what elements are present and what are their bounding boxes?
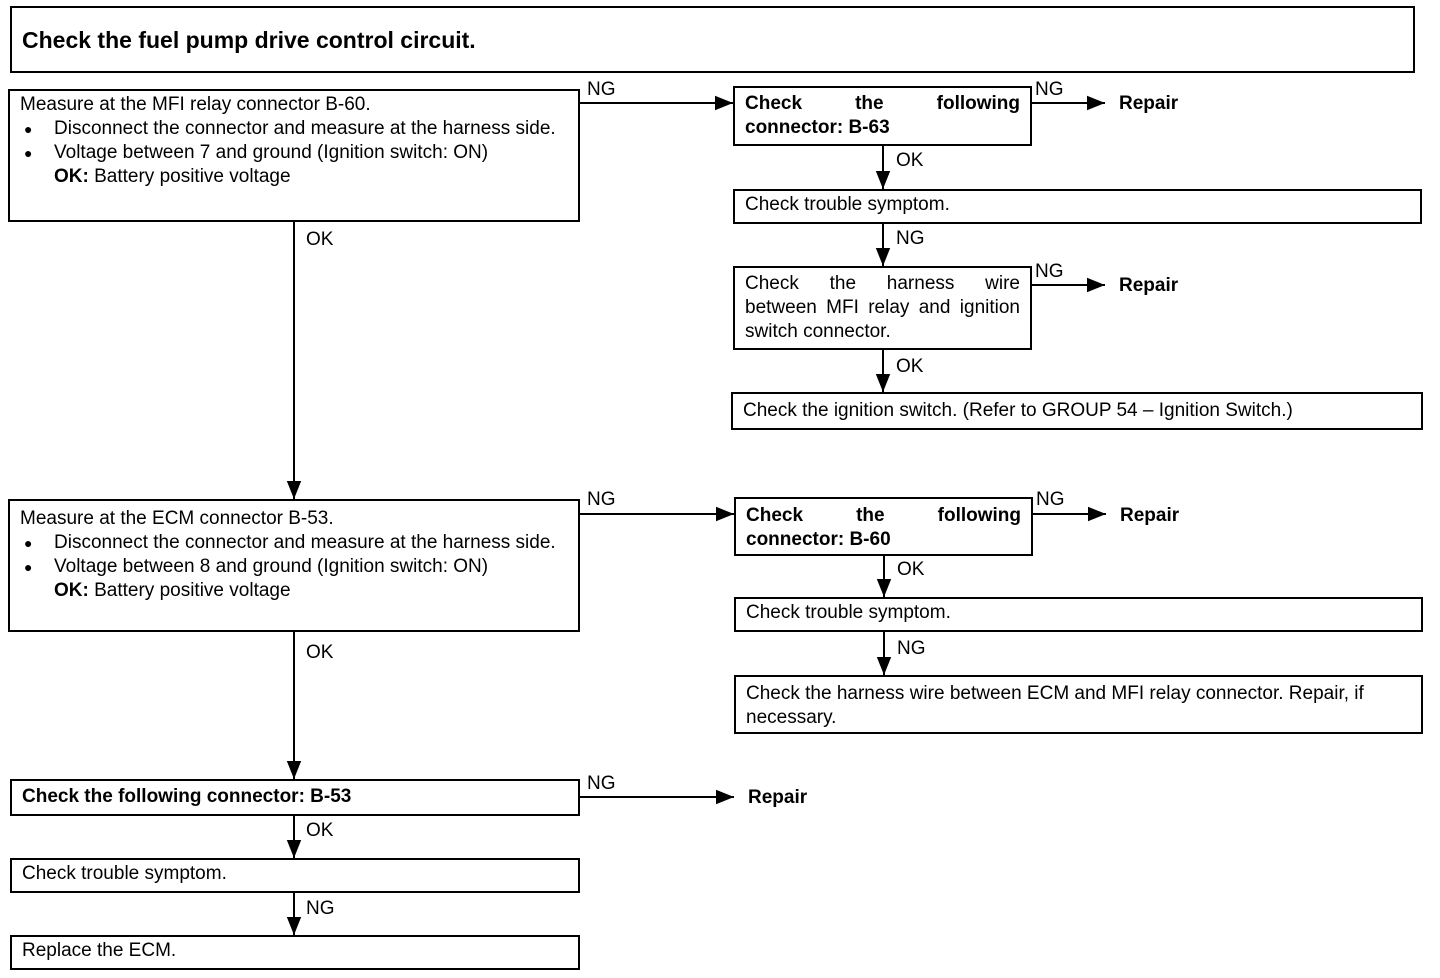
trouble-symptom-text-3: Check trouble symptom.	[22, 863, 227, 884]
label-ng-b63: NG	[1035, 79, 1064, 100]
label-ok-ecm: OK	[306, 642, 334, 663]
mfi-measure-box: Measure at the MFI relay connector B-60.…	[8, 89, 580, 222]
repair-b60: Repair	[1120, 505, 1180, 526]
replace-ecm-box: Replace the ECM.	[10, 935, 580, 970]
ecm-heading: Measure at the ECM connector B-53.	[20, 508, 334, 529]
harness-mfi-ignition-box: Check the harness wire between MFI relay…	[733, 266, 1032, 350]
ecm-bullet-2: Voltage between 8 and ground (Ignition s…	[20, 555, 568, 579]
label-ng-mfi: NG	[587, 79, 616, 100]
check-b63-text: Check the following connector: B-63	[745, 93, 1020, 138]
label-ng-b53: NG	[587, 773, 616, 794]
trouble-symptom-text-2: Check trouble symptom.	[746, 602, 951, 623]
label-ng-trouble2: NG	[897, 638, 926, 659]
label-ok-b63: OK	[896, 150, 924, 171]
check-b53-text: Check the following connector: B-53	[22, 786, 352, 807]
trouble-symptom-box-2: Check trouble symptom.	[734, 597, 1423, 632]
trouble-symptom-text-1: Check trouble symptom.	[745, 194, 950, 215]
replace-ecm-text: Replace the ECM.	[22, 940, 177, 961]
check-b60-box: Check the following connector: B-60	[734, 497, 1033, 556]
repair-b53: Repair	[748, 787, 808, 808]
label-ok-b53: OK	[306, 820, 334, 841]
ecm-ok-line: OK: Battery positive voltage	[20, 579, 568, 603]
harness-mfi-ignition-text: Check the harness wire between MFI relay…	[745, 273, 1020, 342]
mfi-bullet-2: Voltage between 7 and ground (Ignition s…	[20, 141, 568, 165]
ecm-measure-box: Measure at the ECM connector B-53. Disco…	[8, 499, 580, 632]
repair-b63: Repair	[1119, 93, 1179, 114]
page-title: Check the fuel pump drive control circui…	[10, 6, 1415, 73]
ignition-switch-text: Check the ignition switch. (Refer to GRO…	[743, 400, 1293, 421]
trouble-symptom-box-1: Check trouble symptom.	[733, 189, 1422, 224]
label-ng-trouble1: NG	[896, 228, 925, 249]
label-ng-ecm: NG	[587, 489, 616, 510]
harness-ecm-mfi-box: Check the harness wire between ECM and M…	[734, 675, 1423, 734]
repair-harness: Repair	[1119, 275, 1179, 296]
label-ok-harness: OK	[896, 356, 924, 377]
ecm-ok-text: Battery positive voltage	[94, 580, 291, 601]
ignition-switch-box: Check the ignition switch. (Refer to GRO…	[731, 392, 1423, 430]
mfi-heading: Measure at the MFI relay connector B-60.	[20, 94, 371, 115]
label-ng-b60: NG	[1036, 489, 1065, 510]
check-b60-text: Check the following connector: B-60	[746, 505, 1021, 550]
check-b63-box: Check the following connector: B-63	[733, 86, 1032, 146]
label-ok-b60: OK	[897, 559, 925, 580]
check-b53-box: Check the following connector: B-53	[10, 779, 580, 816]
trouble-symptom-box-3: Check trouble symptom.	[10, 858, 580, 893]
mfi-ok-line: OK: Battery positive voltage	[20, 165, 568, 189]
mfi-bullet-1: Disconnect the connector and measure at …	[20, 117, 568, 141]
mfi-ok-text: Battery positive voltage	[94, 166, 291, 187]
mfi-ok-label: OK:	[54, 166, 89, 187]
title-text: Check the fuel pump drive control circui…	[22, 27, 476, 53]
harness-ecm-mfi-text: Check the harness wire between ECM and M…	[746, 683, 1364, 728]
label-ng-harness: NG	[1035, 261, 1064, 282]
ecm-bullet-1: Disconnect the connector and measure at …	[20, 531, 568, 555]
ecm-ok-label: OK:	[54, 580, 89, 601]
label-ok-mfi: OK	[306, 229, 334, 250]
label-ng-trouble3: NG	[306, 898, 335, 919]
